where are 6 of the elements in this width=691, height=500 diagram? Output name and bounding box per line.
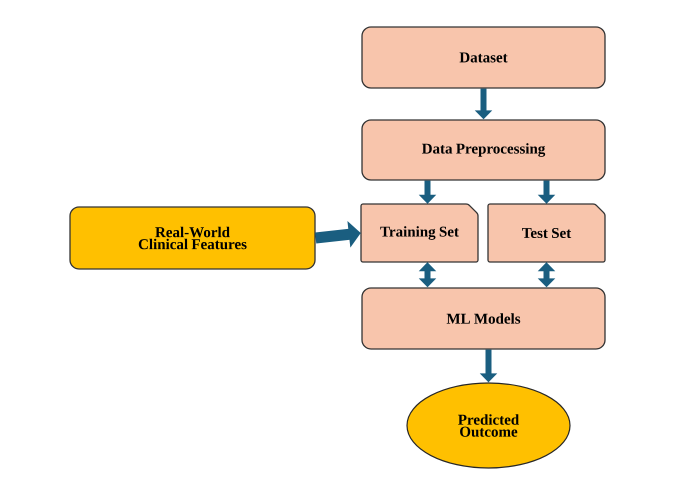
process-box: Real-World Clinical Features: [69, 206, 316, 270]
process-box: Dataset: [361, 26, 606, 89]
process-box: Data Preprocessing: [361, 119, 606, 181]
process-box: ML Models: [361, 287, 606, 350]
data-box: Test Set: [487, 203, 606, 263]
data-box: Training Set: [360, 203, 479, 263]
